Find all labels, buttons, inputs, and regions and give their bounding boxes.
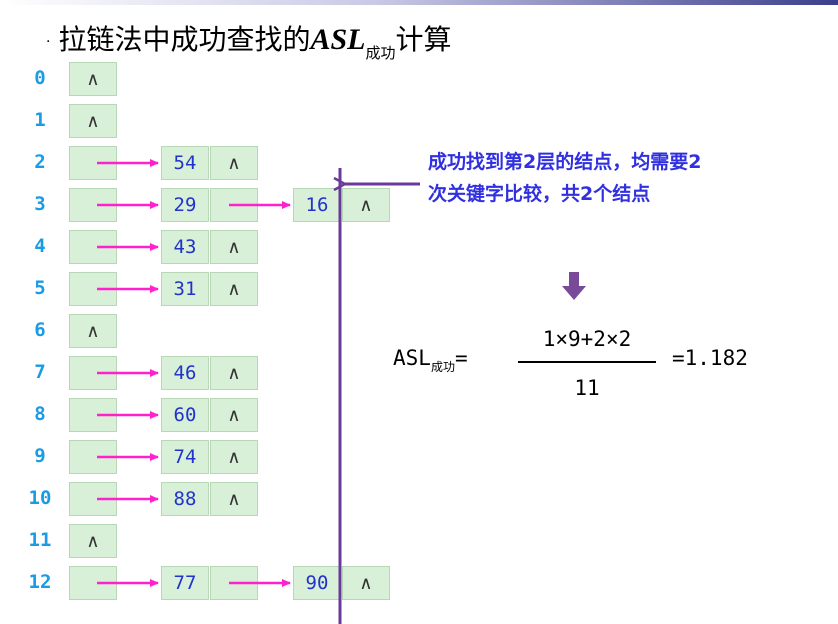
down-arrow-icon: [562, 272, 586, 300]
node-null-pointer: ∧: [210, 272, 258, 306]
bucket-index: 7: [34, 361, 46, 383]
node-key: 90: [293, 566, 341, 600]
bucket-index: 9: [34, 445, 46, 467]
node-null-pointer: ∧: [210, 398, 258, 432]
node-key: 60: [161, 398, 209, 432]
formula-asl: ASL: [393, 346, 431, 370]
node-key: 54: [161, 146, 209, 180]
title-asl: ASL: [310, 23, 366, 56]
note-line-1: 成功找到第2层的结点，均需要2: [428, 151, 702, 173]
bucket-cell-null: ∧: [69, 62, 117, 96]
node-key: 43: [161, 230, 209, 264]
title-main: 拉链法中成功查找的: [58, 23, 311, 56]
slide-title: · 拉链法中成功查找的ASL成功计算: [46, 18, 452, 62]
formula-result: =1.182: [672, 346, 748, 370]
note-line-2: 次关键字比较，共2个结点: [428, 183, 651, 205]
bucket-index: 4: [34, 235, 46, 257]
bucket-index: 11: [28, 529, 52, 551]
node-null-pointer: ∧: [210, 356, 258, 390]
node-key: 29: [161, 188, 209, 222]
formula-asl-subscript: 成功: [430, 360, 455, 374]
node-null-pointer: ∧: [210, 146, 258, 180]
title-suffix: 计算: [395, 23, 452, 56]
bucket-index: 2: [34, 151, 46, 173]
node-key: 46: [161, 356, 209, 390]
top-gradient-bar: [0, 0, 838, 5]
bucket-index: 8: [34, 403, 46, 425]
node-key: 74: [161, 440, 209, 474]
node-key: 16: [293, 188, 341, 222]
formula-numerator: 1×9+2×2: [542, 327, 632, 351]
node-key: 77: [161, 566, 209, 600]
bucket-index: 1: [34, 109, 46, 131]
formula-equals: =: [454, 346, 468, 370]
title-subscript: 成功: [365, 44, 396, 62]
title-bullet: ·: [46, 33, 51, 50]
node-null-pointer: ∧: [210, 230, 258, 264]
node-key: 31: [161, 272, 209, 306]
bucket-index: 12: [28, 571, 52, 593]
node-null-pointer: ∧: [210, 482, 258, 516]
bucket-cell: [69, 230, 117, 264]
bucket-index: 10: [28, 487, 52, 509]
bucket-cell-null: ∧: [69, 104, 117, 138]
bucket-index: 6: [34, 319, 46, 341]
bucket-cell-null: ∧: [69, 524, 117, 558]
node-null-pointer: ∧: [342, 188, 390, 222]
bucket-index: 3: [34, 193, 46, 215]
formula-denominator: 11: [574, 376, 600, 400]
node-key: 88: [161, 482, 209, 516]
node-null-pointer: ∧: [342, 566, 390, 600]
explanation-note: 成功找到第2层的结点，均需要2 次关键字比较，共2个结点: [428, 146, 808, 210]
bucket-index: 0: [34, 67, 46, 89]
bucket-cell-null: ∧: [69, 314, 117, 348]
formula-lhs: ASL成功=: [393, 346, 468, 374]
node-null-pointer: ∧: [210, 440, 258, 474]
bucket-index: 5: [34, 277, 46, 299]
